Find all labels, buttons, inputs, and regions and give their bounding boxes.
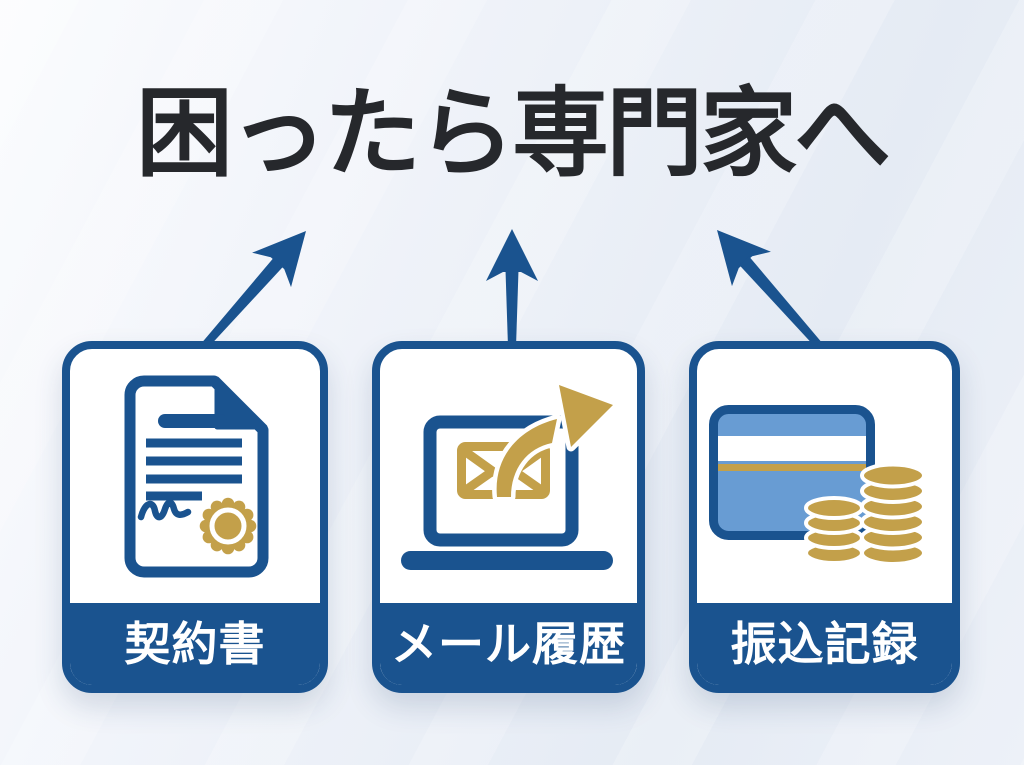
arrow-up-icon	[486, 229, 538, 347]
card-label-bar: 振込記録	[697, 603, 952, 685]
swoosh-arrow-icon	[491, 380, 617, 501]
coin-stack-short-icon	[804, 496, 864, 565]
card-label-bar: メール履歴	[380, 603, 637, 685]
laptop-sent-email-icon	[380, 349, 637, 603]
card-label-bar: 契約書	[70, 603, 320, 685]
arrow-up-right-icon	[202, 231, 306, 348]
coin-stack-tall-icon	[860, 462, 926, 565]
credit-card-coins-icon	[697, 349, 952, 603]
contract-document-icon	[70, 349, 320, 603]
page-title: 困ったら専門家へ	[136, 79, 891, 188]
card-transfer-records: 振込記録	[689, 341, 960, 693]
card-email-history: メール履歴	[372, 341, 645, 693]
card-label: 契約書	[124, 618, 266, 670]
arrow-up-left-icon	[717, 230, 821, 347]
card-label: メール履歴	[391, 618, 626, 670]
card-label: 振込記録	[730, 618, 919, 670]
seal-rosette-icon	[199, 497, 257, 554]
card-contract: 契約書	[62, 341, 328, 693]
